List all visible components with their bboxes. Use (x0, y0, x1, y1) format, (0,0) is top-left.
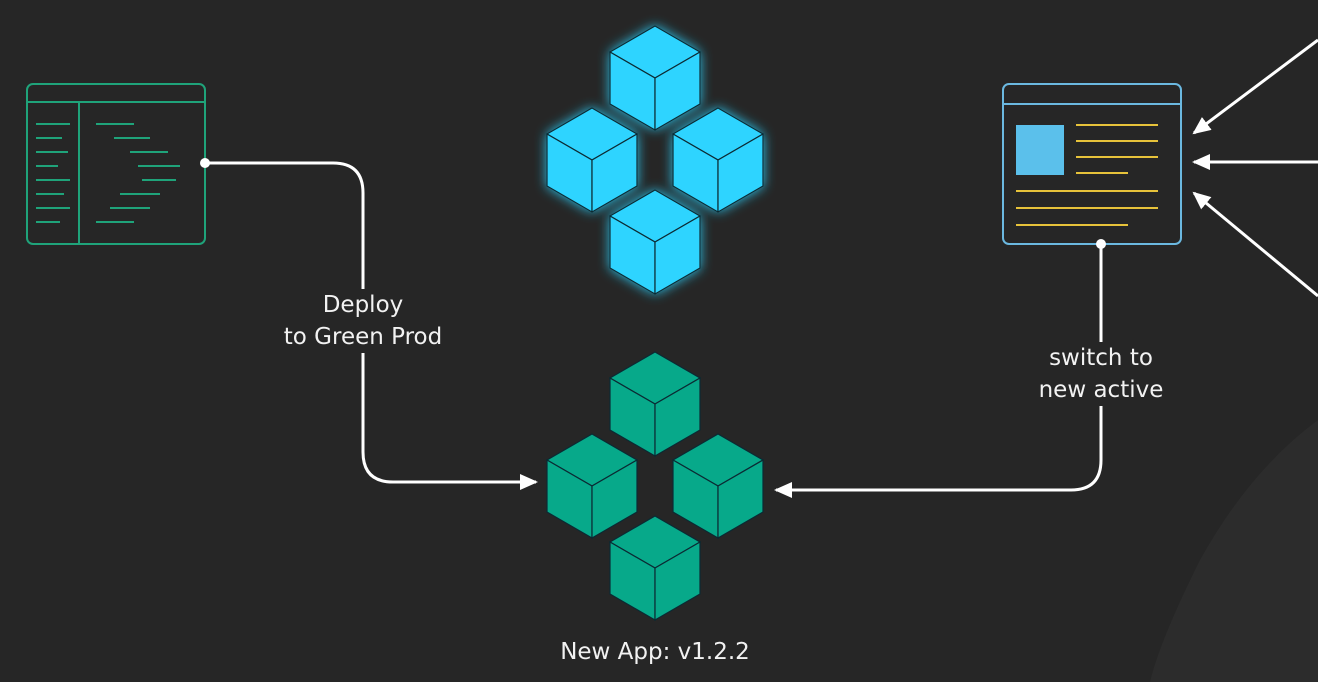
browser-window-icon (1002, 83, 1182, 245)
background-shape (1150, 420, 1318, 682)
switch-connector (774, 239, 1106, 498)
deploy-label-line2: to Green Prod (283, 324, 443, 350)
blue-cubes-cluster-icon (546, 25, 764, 295)
browser-image-placeholder (1016, 125, 1064, 175)
new-app-label: New App: v1.2.2 (535, 636, 775, 668)
switch-label-line1: switch to (1049, 345, 1153, 371)
deploy-label-line1: Deploy (322, 292, 404, 318)
green-cubes-cluster-icon (546, 351, 764, 621)
new-app-version: New App: v1.2.2 (560, 639, 750, 665)
deploy-label: Deploy to Green Prod (263, 289, 463, 353)
code-editor-window-icon (26, 83, 206, 245)
incoming-traffic-arrows (1192, 38, 1318, 298)
switch-label: switch to new active (1019, 342, 1183, 406)
switch-label-line2: new active (1038, 377, 1164, 403)
